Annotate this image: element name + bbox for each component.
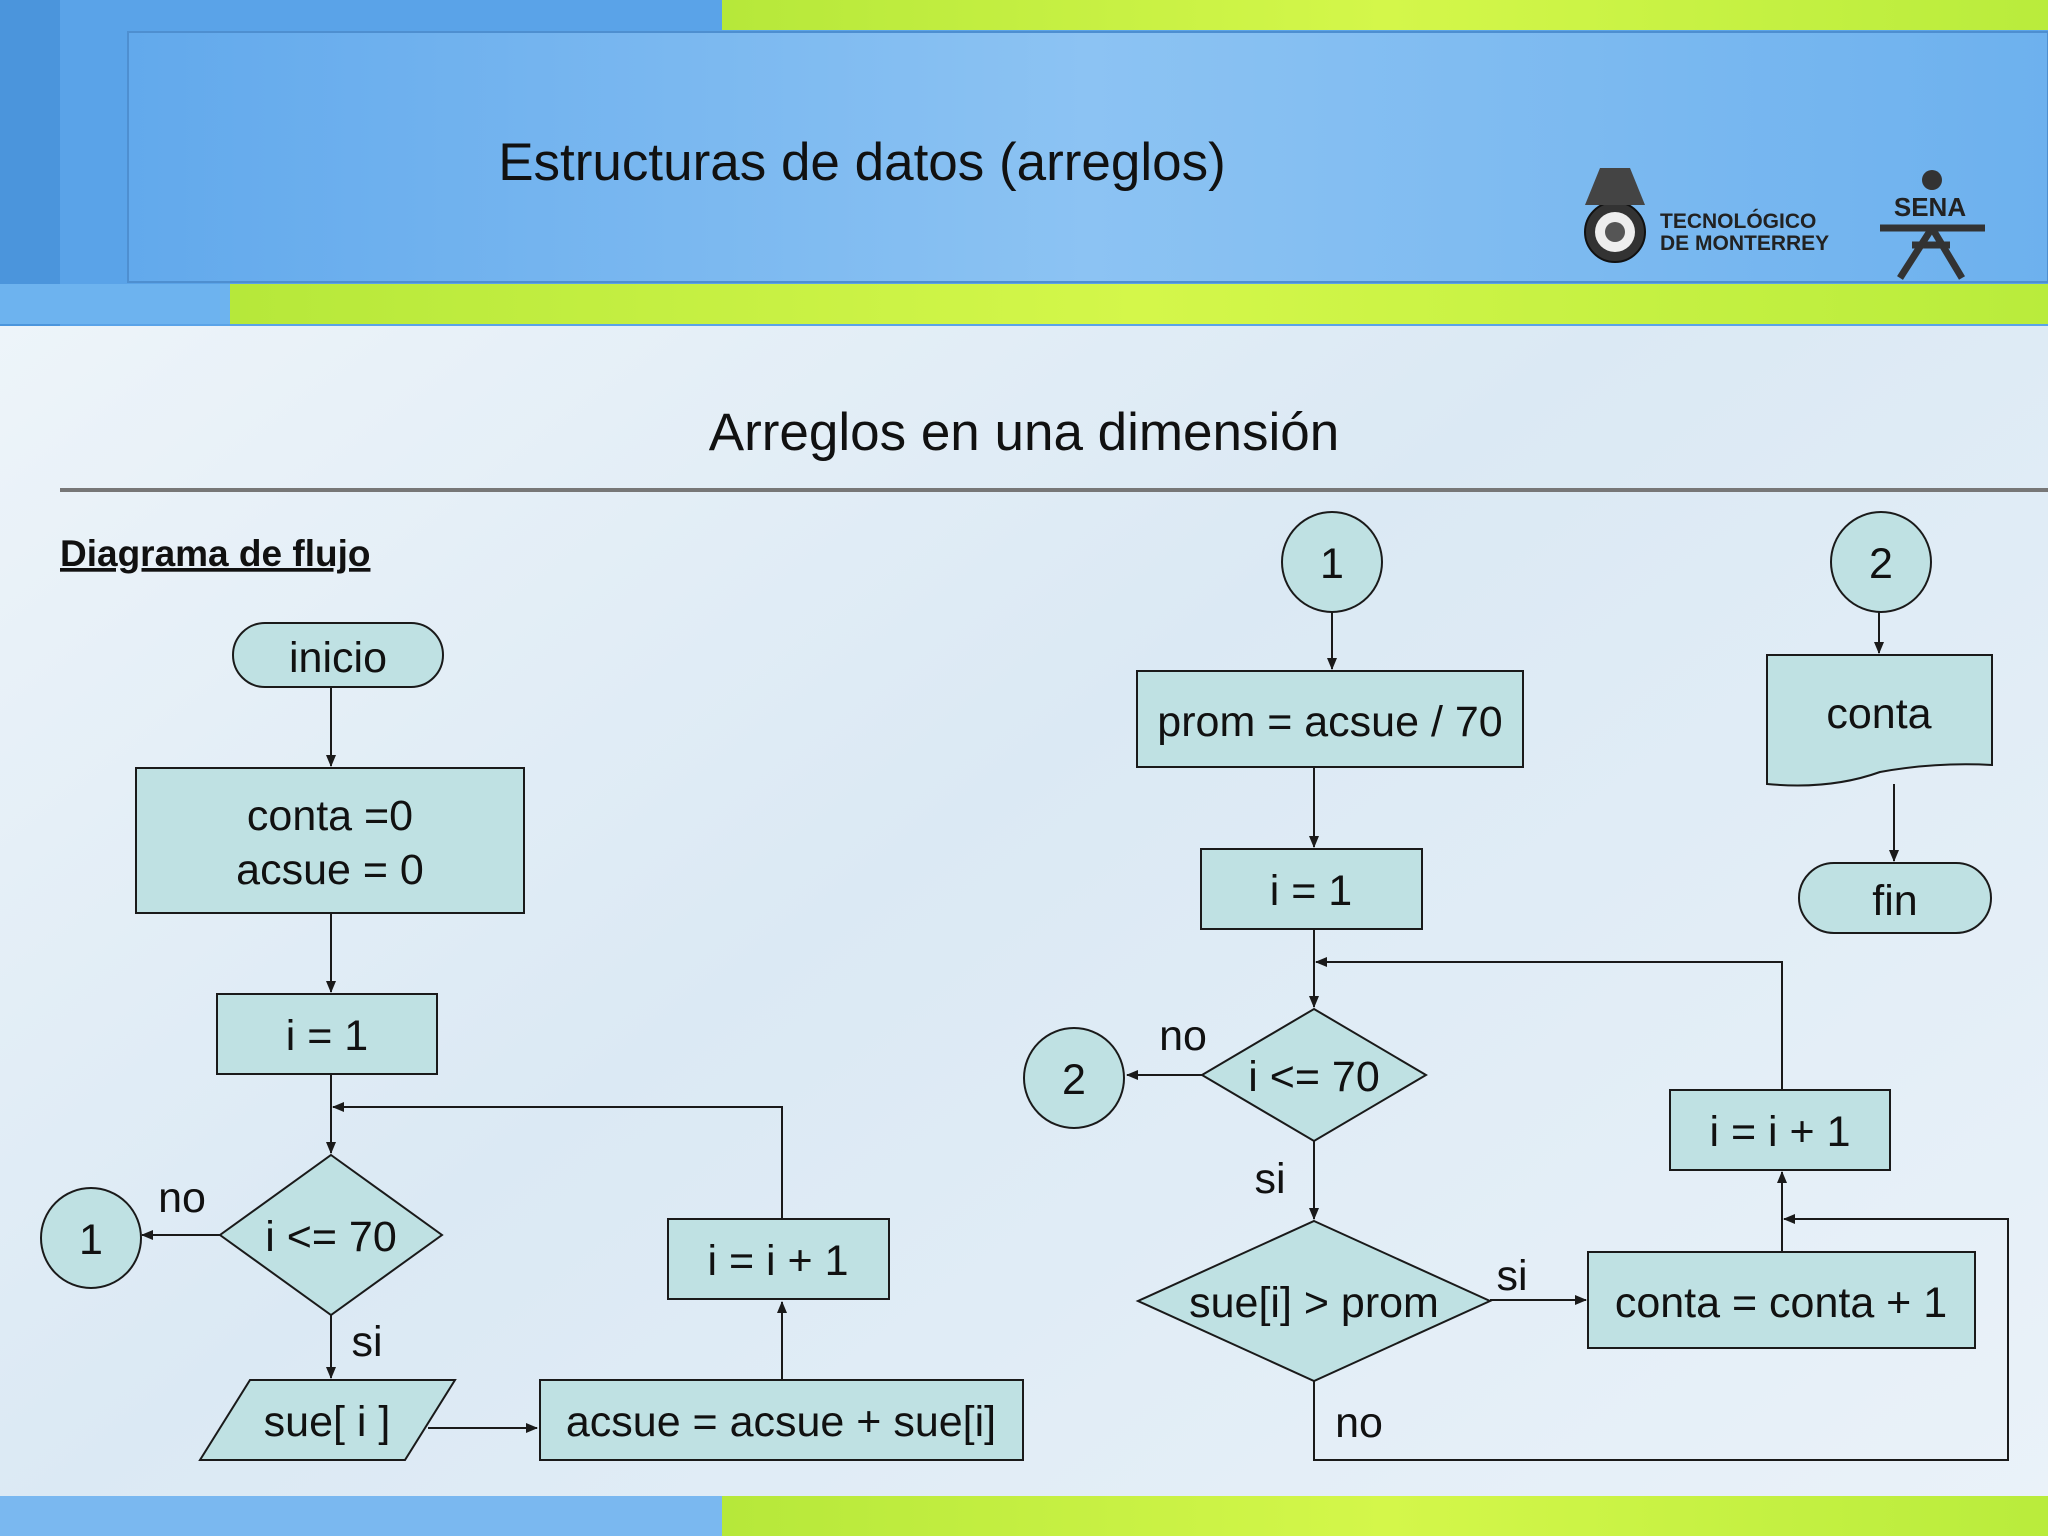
header-bottom-blue-stripe — [0, 284, 230, 324]
accumulate-label: acsue = acsue + sue[i] — [566, 1398, 996, 1446]
connector-2-out-label: 2 — [1062, 1056, 1086, 1104]
init-line1: conta =0 — [247, 792, 413, 840]
right-loop-condition-label: i <= 70 — [1248, 1053, 1380, 1101]
label-no: no — [158, 1174, 206, 1222]
right-label-no-loop: no — [1159, 1012, 1207, 1060]
tec-logo-line2: DE MONTERREY — [1660, 232, 1829, 255]
connector-1-in-label: 1 — [1320, 540, 1344, 588]
right-set-i-label: i = 1 — [1270, 867, 1352, 915]
set-i-box — [216, 993, 438, 1075]
start-terminal — [232, 622, 444, 688]
edge-loop-back — [332, 1102, 783, 1219]
count-box — [1587, 1251, 1976, 1349]
right-increment-box — [1669, 1089, 1891, 1171]
header-top-green-stripe — [722, 0, 2048, 30]
set-i-label: i = 1 — [286, 1012, 368, 1060]
footer-green-stripe — [722, 1496, 2048, 1536]
label-no-compare: no — [1335, 1399, 1383, 1447]
increment-label: i = i + 1 — [707, 1237, 848, 1285]
right-label-si-loop: si — [1254, 1155, 1285, 1203]
sena-logo-text: SENA — [1894, 192, 1966, 222]
end-flowchart: 2 conta fin — [1766, 511, 1993, 934]
connector-2-in-label: 2 — [1869, 540, 1893, 588]
sena-logo: SENA — [1880, 170, 1985, 280]
tec-logo-line1: TECNOLÓGICO — [1660, 209, 1816, 233]
edge-compare-no — [1313, 1214, 2009, 1461]
section-label: Diagrama de flujo — [60, 533, 370, 574]
output-label: conta — [1826, 690, 1931, 738]
init-line2: acsue = 0 — [236, 846, 424, 894]
edge-right-loop-back — [1315, 957, 1783, 1090]
connector-2-out — [1023, 1027, 1125, 1129]
init-process-box — [135, 767, 525, 914]
count-label: conta = conta + 1 — [1615, 1279, 1947, 1327]
label-si: si — [351, 1318, 382, 1366]
input-label: sue[ i ] — [264, 1398, 391, 1446]
increment-box — [667, 1218, 890, 1300]
loop-condition-label: i <= 70 — [265, 1213, 397, 1261]
slide-title: Estructuras de datos (arreglos) — [498, 133, 1226, 192]
connector-1-out — [40, 1187, 142, 1289]
label-si-compare: si — [1496, 1252, 1527, 1300]
header-panel — [127, 31, 2048, 283]
average-label: prom = acsue / 70 — [1157, 698, 1502, 746]
end-terminal — [1798, 862, 1992, 934]
connector-1-out-label: 1 — [79, 1216, 103, 1264]
header-bottom-green-stripe — [230, 284, 2048, 324]
output-document — [1766, 654, 1993, 787]
slide-subtitle: Arreglos en una dimensión — [709, 403, 1340, 462]
end-terminal-label: fin — [1872, 877, 1917, 925]
header-left-strip — [0, 0, 60, 326]
right-set-i-box — [1200, 848, 1423, 930]
tec-monterrey-logo: TECNOLÓGICO DE MONTERREY — [1584, 168, 1829, 263]
right-flowchart: 1 prom = acsue / 70 i = 1 i <= 70 no 2 s… — [1023, 511, 2009, 1461]
average-box — [1136, 670, 1524, 768]
input-parallelogram — [198, 1379, 457, 1461]
connector-2-in — [1830, 511, 1932, 613]
right-increment-label: i = i + 1 — [1709, 1108, 1850, 1156]
left-flowchart: inicio conta =0 acsue = 0 i = 1 i <= 70 … — [40, 622, 1024, 1461]
accumulate-box — [539, 1379, 1024, 1461]
start-terminal-label: inicio — [289, 634, 387, 682]
compare-label: sue[i] > prom — [1189, 1279, 1439, 1327]
